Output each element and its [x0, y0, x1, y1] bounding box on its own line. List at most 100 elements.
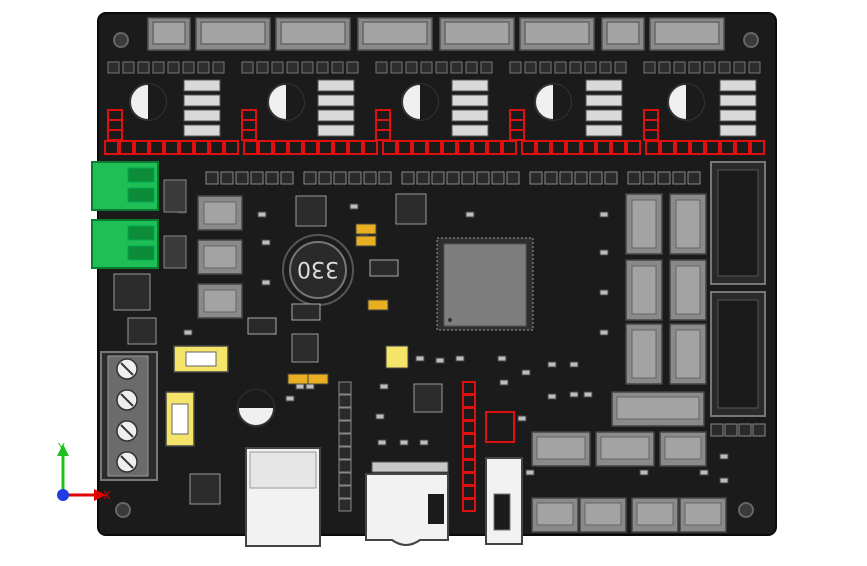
- chip-resistor: [305, 383, 315, 390]
- header-pin: [627, 171, 641, 185]
- header-pin: [280, 171, 294, 185]
- jumper: [183, 79, 221, 92]
- sd-card-slot: [365, 461, 449, 546]
- pin-hole: [450, 61, 463, 74]
- pin-hole: [748, 61, 761, 74]
- chip-resistor: [699, 469, 709, 476]
- jumper: [183, 109, 221, 122]
- header-pin: [338, 433, 352, 447]
- chip-resistor: [599, 249, 609, 256]
- idc-headers: [710, 161, 766, 417]
- connector-body: [636, 502, 674, 526]
- red-pin: [643, 119, 659, 131]
- usb-mini-connector: [485, 457, 523, 545]
- jumper: [585, 79, 623, 92]
- jumper: [719, 79, 757, 92]
- pin-hole: [524, 61, 537, 74]
- jumper: [585, 94, 623, 107]
- pin-hole: [316, 61, 329, 74]
- jumper: [317, 124, 355, 137]
- axis-triad-icon: Y X: [57, 441, 111, 502]
- chip-resistor: [435, 357, 445, 364]
- header-pin: [338, 407, 352, 421]
- header-pin: [544, 171, 558, 185]
- usb-b-connector: [245, 447, 321, 547]
- connector-body: [631, 329, 657, 379]
- chip-resistor: [599, 211, 609, 218]
- header-pin: [491, 171, 505, 185]
- ic-package: [395, 193, 427, 225]
- chip-resistor: [295, 383, 305, 390]
- connector-body: [675, 265, 701, 315]
- header-pin: [589, 171, 603, 185]
- connector-body: [606, 21, 640, 45]
- header-pin: [338, 472, 352, 486]
- pin-hole: [718, 61, 731, 74]
- header-pin: [626, 140, 641, 155]
- pin-hole: [688, 61, 701, 74]
- pin-hole: [182, 61, 195, 74]
- header-pin: [416, 171, 430, 185]
- chip-resistor: [499, 379, 509, 386]
- header-pin: [521, 140, 536, 155]
- header-pin: [442, 140, 457, 155]
- chip-resistor: [569, 361, 579, 368]
- pin-hole: [673, 61, 686, 74]
- electrolytic-capacitors: [129, 83, 705, 427]
- header-pin: [462, 420, 476, 434]
- tantalum-capacitor: [355, 223, 377, 235]
- pin-hole: [554, 61, 567, 74]
- chip-resistor: [599, 289, 609, 296]
- header-pin: [720, 140, 735, 155]
- header-pin: [604, 171, 618, 185]
- mount-hole-icon: [113, 32, 129, 48]
- header-pin: [750, 140, 765, 155]
- pin-hole: [152, 61, 165, 74]
- green-terminal-blocks: [91, 161, 159, 269]
- header-pin: [462, 459, 476, 473]
- diode: [247, 317, 277, 335]
- chip-resistor: [261, 279, 271, 286]
- header-pin: [209, 140, 224, 155]
- connector-body: [203, 289, 237, 313]
- ic-package: [413, 383, 443, 413]
- red-pin: [375, 119, 391, 131]
- header-pin: [660, 140, 675, 155]
- chip-resistor: [719, 477, 729, 484]
- jumper: [451, 124, 489, 137]
- chip-resistor: [285, 395, 295, 402]
- header-pin: [338, 446, 352, 460]
- header-pin: [574, 171, 588, 185]
- mcu-chip: [436, 237, 534, 331]
- connector-body: [200, 21, 266, 45]
- header-pin: [738, 423, 752, 437]
- jumper: [317, 109, 355, 122]
- header-pin: [724, 423, 738, 437]
- fuse: [173, 345, 229, 373]
- header-pin: [179, 140, 194, 155]
- connector-body: [664, 436, 702, 460]
- jumper: [719, 94, 757, 107]
- header-pin: [348, 140, 363, 155]
- chip-resistor: [183, 329, 193, 336]
- ic-package: [295, 195, 327, 227]
- mounting-holes: [113, 32, 759, 518]
- connector-body: [675, 329, 701, 379]
- header-pin: [220, 171, 234, 185]
- fuse-body: [185, 351, 217, 367]
- chip-resistor: [719, 453, 729, 460]
- header-pin: [363, 171, 377, 185]
- header-pin: [288, 140, 303, 155]
- header-pin: [194, 140, 209, 155]
- chip-resistor: [465, 211, 475, 218]
- chip-resistor: [377, 439, 387, 446]
- pin-hole: [375, 61, 388, 74]
- tantalum-capacitor: [287, 373, 309, 385]
- chip-resistor: [261, 239, 271, 246]
- chip-resistor: [399, 439, 409, 446]
- header-pin: [412, 140, 427, 155]
- header-pin: [224, 140, 239, 155]
- header-pin: [338, 459, 352, 473]
- header-pin: [581, 140, 596, 155]
